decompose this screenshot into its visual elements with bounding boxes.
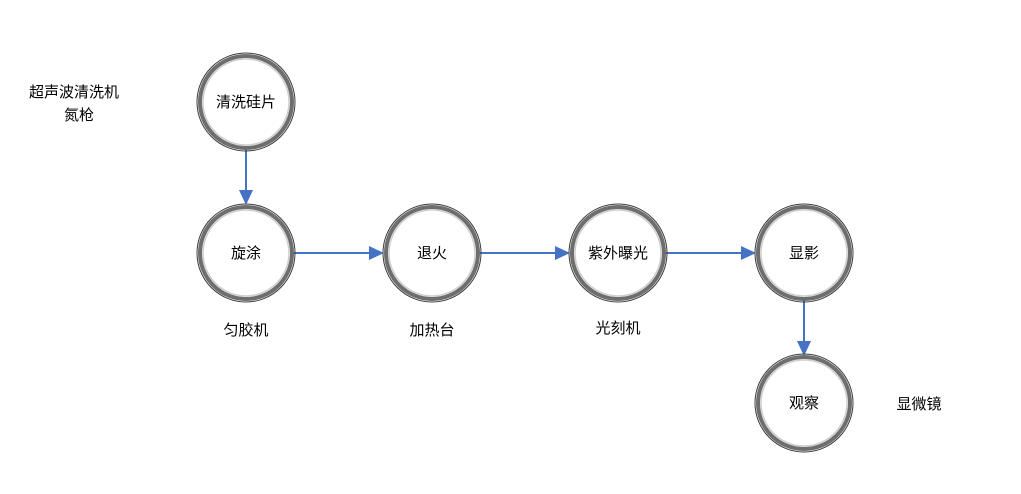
equipment-label-anneal: 加热台 — [409, 321, 454, 339]
equipment-labels: 超声波清洗机 氮枪 匀胶机 加热台 光刻机 显微镜 — [29, 83, 942, 413]
equipment-label-spin: 匀胶机 — [223, 321, 268, 339]
edge-uv-to-develop — [666, 246, 756, 260]
edge-spin-to-anneal — [294, 246, 384, 260]
node-clean: 清洗硅片 — [196, 52, 296, 152]
node-uv: 紫外曝光 — [568, 203, 668, 303]
node-label-anneal: 退火 — [417, 244, 447, 262]
node-develop: 显影 — [754, 203, 854, 303]
node-label-observe: 观察 — [789, 394, 819, 412]
edges — [239, 149, 811, 356]
node-observe: 观察 — [754, 353, 854, 453]
equipment-label-clean-line1: 超声波清洗机 — [29, 83, 119, 101]
node-spin: 旋涂 — [196, 203, 296, 303]
equipment-label-clean-line2: 氮枪 — [64, 106, 94, 124]
node-label-develop: 显影 — [789, 244, 819, 262]
edge-clean-to-spin — [239, 149, 253, 205]
node-label-uv: 紫外曝光 — [588, 244, 648, 262]
node-label-spin: 旋涂 — [231, 244, 261, 262]
node-label-clean: 清洗硅片 — [216, 93, 276, 111]
equipment-label-observe: 显微镜 — [896, 395, 941, 413]
node-anneal: 退火 — [382, 203, 482, 303]
equipment-label-uv: 光刻机 — [595, 319, 640, 337]
edge-develop-to-observe — [797, 299, 811, 356]
edge-anneal-to-uv — [480, 246, 570, 260]
